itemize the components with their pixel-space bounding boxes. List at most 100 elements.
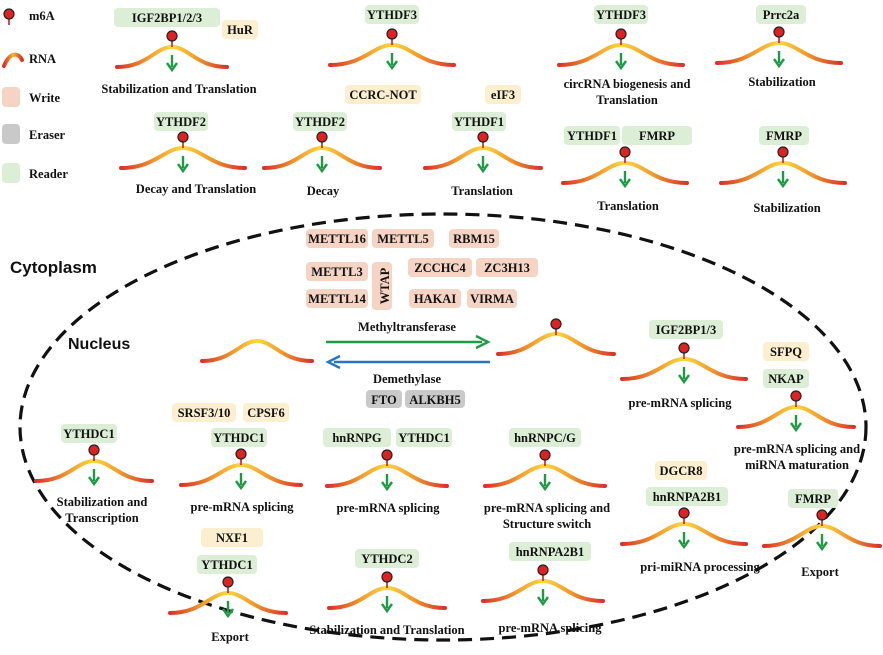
cyto-module-6-arrow: [477, 163, 489, 174]
cyto-igf2bp-123-label: IGF2BP1/2/3: [132, 11, 202, 25]
cyto-hur-box: [222, 20, 258, 39]
eraser-fto-box: [366, 390, 402, 408]
eraser-alkbh5-label: ALKBH5: [409, 393, 460, 407]
nuc-hnrnpg-box: [323, 428, 391, 447]
cyto-ythdf2-a-label: YTHDF2: [156, 115, 206, 129]
cyto-module-2-m6a: [615, 28, 627, 40]
cyto-ythdf1-b-box: [564, 126, 620, 145]
nucleus-label: Nucleus: [68, 336, 130, 353]
demethylase-label: Demethylase: [373, 372, 441, 386]
cyto-module-7-arrow: [619, 178, 631, 189]
cyto-module-2-function-1: circRNA biogenesis and: [564, 77, 691, 91]
nuc-fmrp-box: [788, 489, 838, 508]
nucleus-membrane: [18, 212, 868, 642]
cyto-module-2-function-2: Translation: [596, 93, 658, 107]
nuc-hnrnpg-label: hnRNPG: [332, 431, 382, 445]
writer-virma-label: VIRMA: [470, 292, 514, 306]
writer-wtap-box: [372, 262, 392, 310]
cyto-module-0-m6a: [166, 30, 178, 42]
nuc-module-0-function: pre-mRNA splicing: [629, 396, 733, 410]
writer-mettl3-box: [306, 262, 368, 281]
writer-zcchc4-label: ZCCHC4: [414, 261, 466, 275]
writer-mettl16-label: METTL16: [308, 232, 366, 246]
cyto-module-8-m6a: [777, 146, 789, 158]
nuc-module-10-function: pre-mRNA splicing: [499, 621, 603, 635]
nuc-module-6-arrow: [678, 539, 690, 550]
nuc-ythdc1-c-label: YTHDC1: [398, 431, 449, 445]
nuc-ythdc1-a-box: [61, 424, 117, 443]
cyto-module-3-m6a: [773, 26, 785, 38]
cyto-fmrp-b-box: [759, 126, 809, 145]
nuc-module-2-arrow: [88, 476, 100, 487]
cyto-module-0-arrow: [166, 62, 178, 73]
nuc-ythdc1-d-box: [197, 555, 257, 574]
nuc-module-4-m6a: [381, 449, 393, 461]
cyto-ythdf2-b-box: [293, 112, 347, 131]
cyto-module-1-m6a: [386, 28, 398, 40]
cyto-ythdf1-a-label: YTHDF1: [454, 115, 504, 129]
cyto-fmrp-b-label: FMRP: [766, 129, 802, 143]
cyto-module-3-arrow: [773, 58, 785, 69]
nuc-igf2bp-13-label: IGF2BP1/3: [656, 323, 716, 337]
cyto-module-5-m6a: [316, 131, 328, 143]
cytoplasm-label: Cytoplasm: [10, 258, 97, 277]
nuc-module-9-m6a: [381, 571, 393, 583]
nuc-module-1-function-2: miRNA maturation: [745, 458, 849, 472]
cyto-module-4-function: Decay and Translation: [136, 182, 256, 196]
cyto-ythdf3-b-label: YTHDF3: [596, 8, 646, 22]
cyto-module-5-arrow: [316, 163, 328, 174]
cyto-hur-label: HuR: [227, 23, 254, 37]
writer-rbm15-box: [449, 229, 499, 248]
nuc-cpsf6-box: [243, 403, 289, 422]
writer-mettl14-box: [306, 289, 368, 308]
cyto-ythdf1-a-box: [452, 112, 506, 131]
legend-rna-icon: [2, 52, 24, 68]
nuc-fmrp-label: FMRP: [795, 492, 831, 506]
nuc-module-1-function-1: pre-mRNA splicing and: [734, 442, 860, 456]
demethylation-arrow: [325, 354, 341, 370]
writer-rbm15-label: RBM15: [453, 232, 495, 246]
nuc-module-0-arrow: [678, 374, 690, 385]
methylated-rna: [496, 331, 616, 356]
nuc-module-1-m6a: [790, 390, 802, 402]
nuc-ythdc1-b-label: YTHDC1: [213, 431, 264, 445]
nuc-module-1-arrow: [790, 422, 802, 433]
cyto-ythdf1-b-label: YTHDF1: [567, 129, 617, 143]
cyto-ythdf2-b-label: YTHDF2: [295, 115, 345, 129]
methylated-rna-m6a: [550, 318, 562, 330]
nuc-module-8-m6a: [222, 576, 234, 588]
nuc-module-5-function-2: Structure switch: [503, 517, 591, 531]
legend-rna-label: RNA: [29, 52, 56, 66]
nuc-module-9-function: Stabilization and Translation: [309, 623, 464, 637]
legend-reader-swatch: [2, 163, 20, 183]
writer-wtap-label: WTAP: [378, 267, 392, 304]
nuc-module-8-function: Export: [211, 630, 249, 644]
nuc-module-3-m6a: [235, 448, 247, 460]
nuc-module-2-function-1: Stabilization and: [57, 495, 148, 509]
cyto-ythdf3-b-box: [594, 5, 648, 24]
nuc-module-10-m6a: [537, 564, 549, 576]
nuc-module-3-arrow: [235, 480, 247, 491]
cyto-fmrp-a-label: FMRP: [639, 129, 675, 143]
cyto-module-4-m6a: [177, 131, 189, 143]
cyto-module-6-m6a: [477, 131, 489, 143]
nuc-srsf3-10-box: [172, 403, 236, 422]
methyltransferase-label: Methyltransferase: [358, 320, 456, 334]
nuc-hnrnpa2b1-b-label: hnRNPA2B1: [516, 545, 585, 559]
nuc-srsf3-10-label: SRSF3/10: [178, 406, 231, 420]
nuc-ythdc1-c-box: [396, 428, 452, 447]
writer-mettl3-label: METTL3: [311, 265, 362, 279]
nuc-ythdc1-a-label: YTHDC1: [63, 427, 114, 441]
nuc-hnrnpa2b1-a-box: [646, 487, 728, 506]
nuc-module-5-arrow: [539, 481, 551, 492]
legend-m6a-label: m6A: [29, 9, 55, 23]
nuc-module-0-m6a: [678, 342, 690, 354]
nuc-module-10-arrow: [537, 596, 549, 607]
cyto-ccrc-not-box: [345, 85, 421, 104]
methylation-arrow: [475, 334, 491, 350]
legend-write-label: Write: [29, 91, 60, 105]
cyto-module-8-arrow: [777, 178, 789, 189]
cyto-ccrc-not-label: CCRC-NOT: [349, 88, 417, 102]
cyto-module-7-m6a: [619, 146, 631, 158]
